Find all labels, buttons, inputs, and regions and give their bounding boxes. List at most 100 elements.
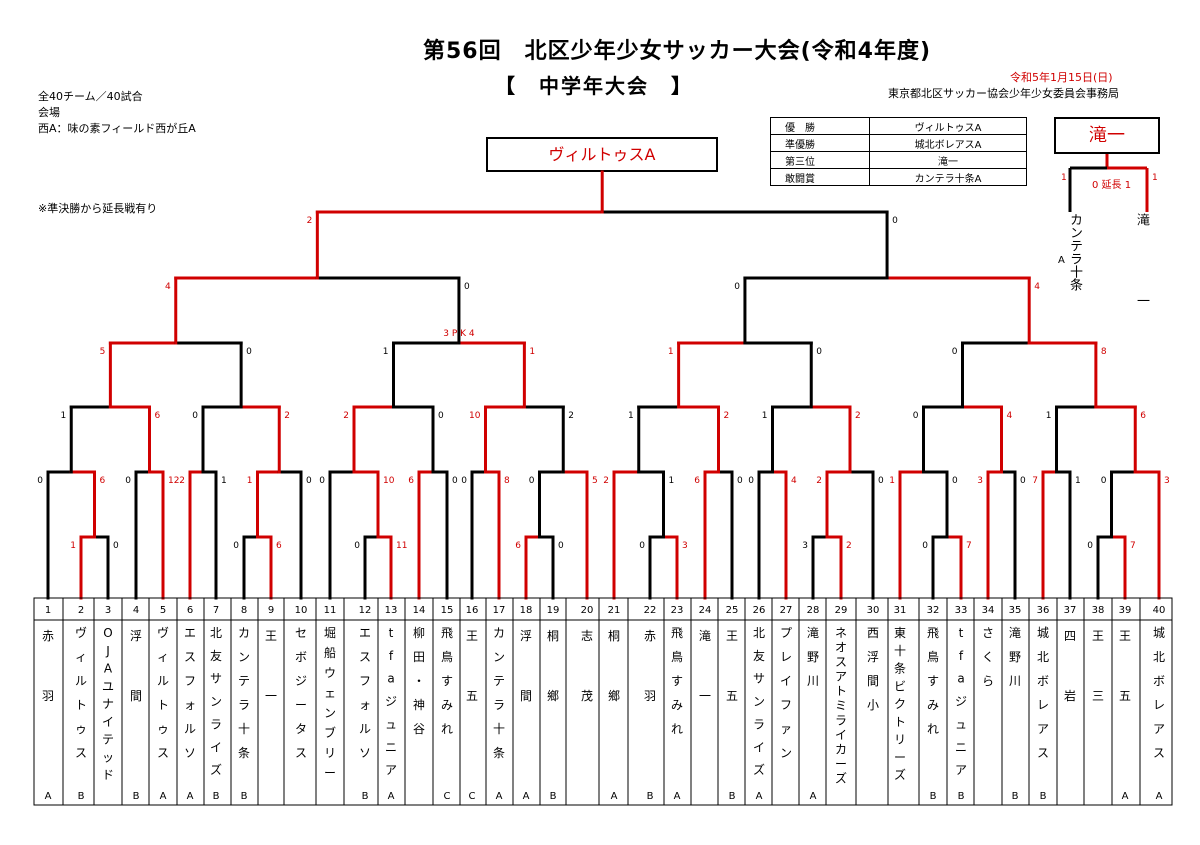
team-name-char: ス [295, 746, 307, 760]
team-name-char: ン [780, 746, 792, 760]
match-score: 2 [816, 476, 822, 486]
team-name-char: エ [359, 626, 371, 640]
team-name-char: ヴ [157, 625, 169, 640]
team-suffix: B [133, 791, 140, 802]
match-score: 7 [1130, 541, 1136, 551]
team-name-char: ィ [75, 650, 87, 664]
team-number: 33 [955, 605, 968, 616]
team-name-char: ゥ [75, 722, 87, 736]
match-score: 2 [179, 476, 185, 486]
team-name-char: ェ [324, 686, 336, 700]
team-name-char: 飛 [441, 626, 453, 640]
third-place-team-left-suffix: A [1058, 255, 1065, 266]
team-name-char: 王 [466, 629, 478, 643]
match-score: 6 [408, 476, 414, 486]
team-name-char: ュ [385, 717, 397, 731]
team-name-char: イ [835, 728, 847, 742]
team-name-char: フ [780, 698, 792, 712]
match-score: 1 [529, 347, 535, 357]
team-number: 22 [644, 605, 657, 616]
team-name-char: フ [359, 674, 371, 688]
match-score: 8 [504, 476, 510, 486]
team-name-char: 羽 [42, 689, 54, 703]
match-score: 0 [734, 282, 740, 292]
match-score: 0 [233, 541, 239, 551]
team-name-char: 茂 [581, 689, 593, 703]
team-number: 9 [268, 605, 274, 616]
team-number: 28 [807, 605, 820, 616]
team-number: 13 [385, 605, 398, 616]
team-number: 30 [867, 605, 880, 616]
team-name-char: 間 [130, 689, 142, 703]
team-suffix: C [469, 791, 476, 802]
match-score: 2 [307, 216, 313, 226]
team-name-char: カ [238, 626, 250, 640]
team-name-char: 桐 [547, 629, 559, 643]
team-name-char: 一 [699, 689, 711, 703]
team-suffix: A [810, 791, 817, 802]
match-score: 0 [922, 541, 928, 551]
extra-time-note: ※準決勝から延長戦有り [38, 202, 158, 215]
team-name-char: ン [493, 650, 505, 664]
team-name-char: 浮 [520, 629, 532, 643]
team-suffix: B [78, 791, 85, 802]
team-name-char: 五 [466, 689, 478, 703]
team-name-char: 川 [807, 674, 819, 688]
match-score: 6 [155, 411, 161, 421]
team-name-char: 四 [1064, 629, 1076, 643]
team-name-char: ン [210, 695, 222, 709]
team-name-char: 浮 [867, 650, 879, 664]
team-suffix: A [187, 791, 194, 802]
match-score: 5 [100, 347, 106, 357]
match-score: 0 [952, 476, 958, 486]
team-name-char: み [927, 698, 939, 712]
team-suffix: C [444, 791, 451, 802]
team-name-char: 王 [265, 629, 277, 643]
team-name-char: ス [184, 650, 196, 664]
match-score: 0 [639, 541, 645, 551]
team-name-char: ラ [210, 717, 222, 731]
match-score: 10 [469, 411, 481, 421]
match-score: 1 [61, 411, 67, 421]
team-name-char: 北 [753, 626, 765, 640]
third-place-bracket: 1 1 0 延長 1 [1061, 154, 1158, 212]
award-row: 準優勝城北ボレアスA [770, 134, 1027, 152]
team-name-char: ら [982, 674, 994, 688]
team-suffix: A [45, 791, 52, 802]
match-score: 6 [694, 476, 700, 486]
match-score: 0 [461, 476, 467, 486]
match-score: 0 [1101, 476, 1107, 486]
team-name-char: t [389, 626, 394, 640]
team-name-char: サ [753, 672, 765, 686]
team-number: 38 [1092, 605, 1105, 616]
team-suffix: B [930, 791, 937, 802]
match-score: 5 [592, 476, 598, 486]
match-score: 0 [878, 476, 884, 486]
team-name-char: ン [753, 695, 765, 709]
team-number: 7 [213, 605, 219, 616]
team-name-char: 三 [1092, 689, 1104, 703]
team-name-char: 川 [1009, 674, 1021, 688]
match-score: 0 [816, 347, 822, 357]
team-number: 35 [1009, 605, 1022, 616]
third-place-team-right-suffix: 一 [1134, 294, 1149, 307]
team-name-char: 桐 [608, 629, 620, 643]
team-name-char: 柳 [413, 626, 425, 640]
third-place-extra-time: 0 延長 1 [1092, 179, 1131, 191]
team-number: 2 [78, 605, 84, 616]
team-name-char: ォ [184, 698, 196, 712]
team-name-char: 飛 [671, 626, 683, 640]
team-name-char: 王 [726, 629, 738, 643]
team-name-char: ト [835, 684, 847, 698]
team-name-char: れ [441, 722, 453, 736]
team-name-char: ス [157, 746, 169, 760]
team-name-char: ラ [835, 713, 847, 727]
match-score: 7 [966, 541, 972, 551]
match-score: 0 [37, 476, 43, 486]
team-name-char: ア [955, 763, 967, 777]
team-name-char: タ [295, 722, 307, 736]
team-name-char: ル [75, 674, 87, 688]
match-score: 2 [603, 476, 609, 486]
match-score: 1 [1075, 476, 1081, 486]
